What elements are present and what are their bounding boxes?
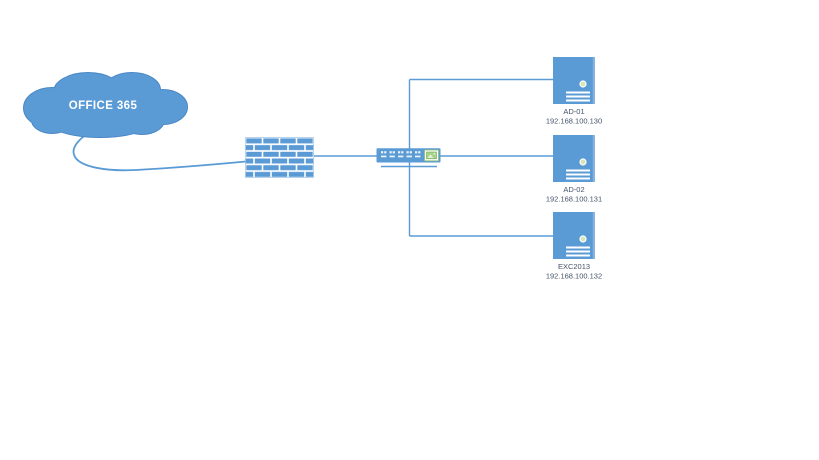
cloud-label: OFFICE 365 (69, 100, 138, 112)
server-name-label: EXC2013 (558, 262, 590, 271)
server-vents (566, 91, 590, 102)
network-switch-icon (376, 148, 441, 168)
switch-ports (381, 151, 421, 158)
server-ip-label: 192.168.100.132 (546, 272, 602, 281)
server-icon-ad-02: AD-02 192.168.100.131 (546, 135, 602, 204)
green-photo-badge-icon (424, 149, 439, 162)
firewall-icon (245, 137, 314, 178)
server-vents (566, 169, 590, 180)
server-led-icon (579, 158, 587, 166)
server-led-icon (579, 80, 587, 88)
server-ip-label: 192.168.100.130 (546, 117, 602, 126)
server-name-label: AD-01 (563, 107, 584, 116)
server-led-icon (579, 235, 587, 243)
server-icon-ad-01: AD-01 192.168.100.130 (546, 57, 602, 126)
server-icon-exc2013: EXC2013 192.168.100.132 (546, 212, 602, 281)
office365-cloud: OFFICE 365 (23, 72, 188, 138)
connector-cloud-to-firewall (72, 125, 247, 172)
server-ip-label: 192.168.100.131 (546, 195, 602, 204)
server-vents (566, 246, 590, 257)
server-name-label: AD-02 (563, 185, 584, 194)
